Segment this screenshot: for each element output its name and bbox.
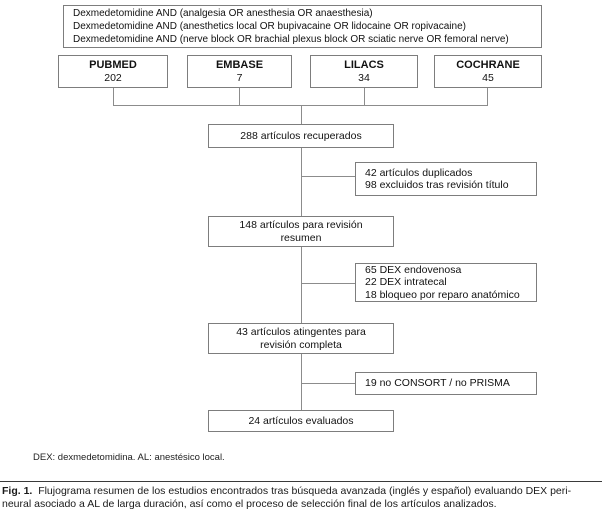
- evaluated-label: 24 artículos evaluados: [248, 414, 354, 427]
- database-count: 45: [482, 71, 494, 84]
- database-box-cochrane: COCHRANE 45: [434, 55, 542, 88]
- search-query-line: Dexmedetomidine AND (anesthetics local O…: [73, 21, 466, 32]
- figure-caption-label: Fig. 1.: [2, 485, 33, 497]
- database-box-embase: EMBASE 7: [187, 55, 292, 88]
- connector-lilacs-drop: [364, 88, 365, 105]
- connector-branch-excluded-reporting: [301, 383, 355, 384]
- excluded-type-line: 65 DEX endovenosa: [365, 263, 462, 276]
- excluded-type-line: 18 bloqueo por reparo anatómico: [365, 288, 520, 301]
- database-name: COCHRANE: [456, 58, 520, 71]
- full-review-line: 43 artículos atingentes para: [236, 326, 366, 338]
- figure-caption: Fig. 1. Flujograma resumen de los estudi…: [2, 485, 600, 511]
- excluded-title-box: 42 artículos duplicados 98 excluidos tra…: [355, 162, 537, 196]
- database-box-pubmed: PUBMED 202: [58, 55, 168, 88]
- excluded-title-line: 98 excluidos tras revisión título: [365, 179, 509, 191]
- search-query-line: Dexmedetomidine AND (nerve block OR brac…: [73, 34, 509, 45]
- abbreviations-footnote: DEX: dexmedetomidina. AL: anestésico loc…: [33, 452, 225, 463]
- figure-caption-text: Flujograma resumen de los estudios encon…: [2, 485, 572, 510]
- abstract-review-line: 148 artículos para revisión: [239, 219, 363, 231]
- excluded-reporting-label: 19 no CONSORT / no PRISMA: [365, 377, 510, 390]
- retrieved-label: 288 artículos recuperados: [240, 129, 362, 142]
- connector-spine-3: [301, 354, 302, 410]
- connector-spine-1: [301, 148, 302, 216]
- connector-branch-excluded-type: [301, 283, 355, 284]
- search-query-line: Dexmedetomidine AND (analgesia OR anesth…: [73, 8, 373, 19]
- full-review-line: revisión completa: [260, 338, 342, 351]
- database-name: LILACS: [344, 58, 384, 71]
- excluded-title-line: 42 artículos duplicados: [365, 166, 473, 179]
- excluded-type-box: 65 DEX endovenosa 22 DEX intratecal 18 b…: [355, 263, 537, 302]
- connector-embase-drop: [239, 88, 240, 105]
- retrieved-box: 288 artículos recuperados: [208, 124, 394, 148]
- abstract-review-box: 148 artículos para revisión resumen: [208, 216, 394, 247]
- database-box-lilacs: LILACS 34: [310, 55, 418, 88]
- connector-pubmed-drop: [113, 88, 114, 105]
- database-count: 202: [104, 71, 122, 84]
- connector-bus: [113, 105, 488, 106]
- connector-branch-excluded-title: [301, 176, 355, 177]
- connector-cochrane-drop: [487, 88, 488, 105]
- database-count: 34: [358, 71, 370, 84]
- excluded-reporting-box: 19 no CONSORT / no PRISMA: [355, 372, 537, 395]
- connector-bus-to-retrieved: [301, 105, 302, 124]
- evaluated-box: 24 artículos evaluados: [208, 410, 394, 432]
- database-name: PUBMED: [89, 58, 137, 71]
- abstract-review-line: resumen: [280, 231, 322, 244]
- database-name: EMBASE: [215, 58, 264, 71]
- database-count: 7: [236, 71, 243, 84]
- caption-divider: [0, 481, 602, 482]
- full-review-box: 43 artículos atingentes para revisión co…: [208, 323, 394, 354]
- excluded-type-line: 22 DEX intratecal: [365, 276, 447, 289]
- search-strategy-box: Dexmedetomidine AND (analgesia OR anesth…: [63, 5, 542, 48]
- connector-spine-2: [301, 247, 302, 323]
